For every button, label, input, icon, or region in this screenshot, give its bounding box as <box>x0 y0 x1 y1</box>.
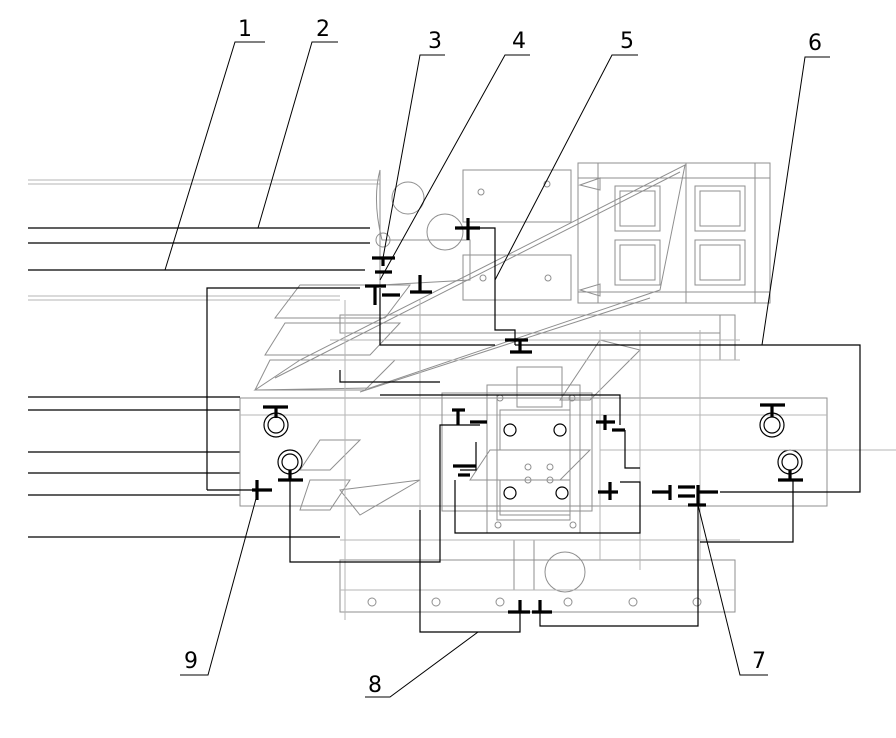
callout-1: 1 <box>238 17 252 42</box>
fitting-marks <box>252 218 803 614</box>
callout-8: 8 <box>368 673 382 698</box>
callout-6: 6 <box>808 31 822 56</box>
callout-4: 4 <box>512 29 526 54</box>
callout-labels: 1 2 3 4 5 6 7 8 9 <box>184 17 822 698</box>
leader-lines <box>164 41 830 698</box>
background-geometry <box>28 162 896 630</box>
callout-2: 2 <box>316 17 330 42</box>
valve-block <box>441 366 593 593</box>
callout-9: 9 <box>184 649 198 674</box>
callout-5: 5 <box>620 29 634 54</box>
callout-7: 7 <box>752 649 766 674</box>
pipe-routing <box>206 227 861 633</box>
callout-3: 3 <box>428 29 442 54</box>
cable-chain <box>577 162 771 304</box>
